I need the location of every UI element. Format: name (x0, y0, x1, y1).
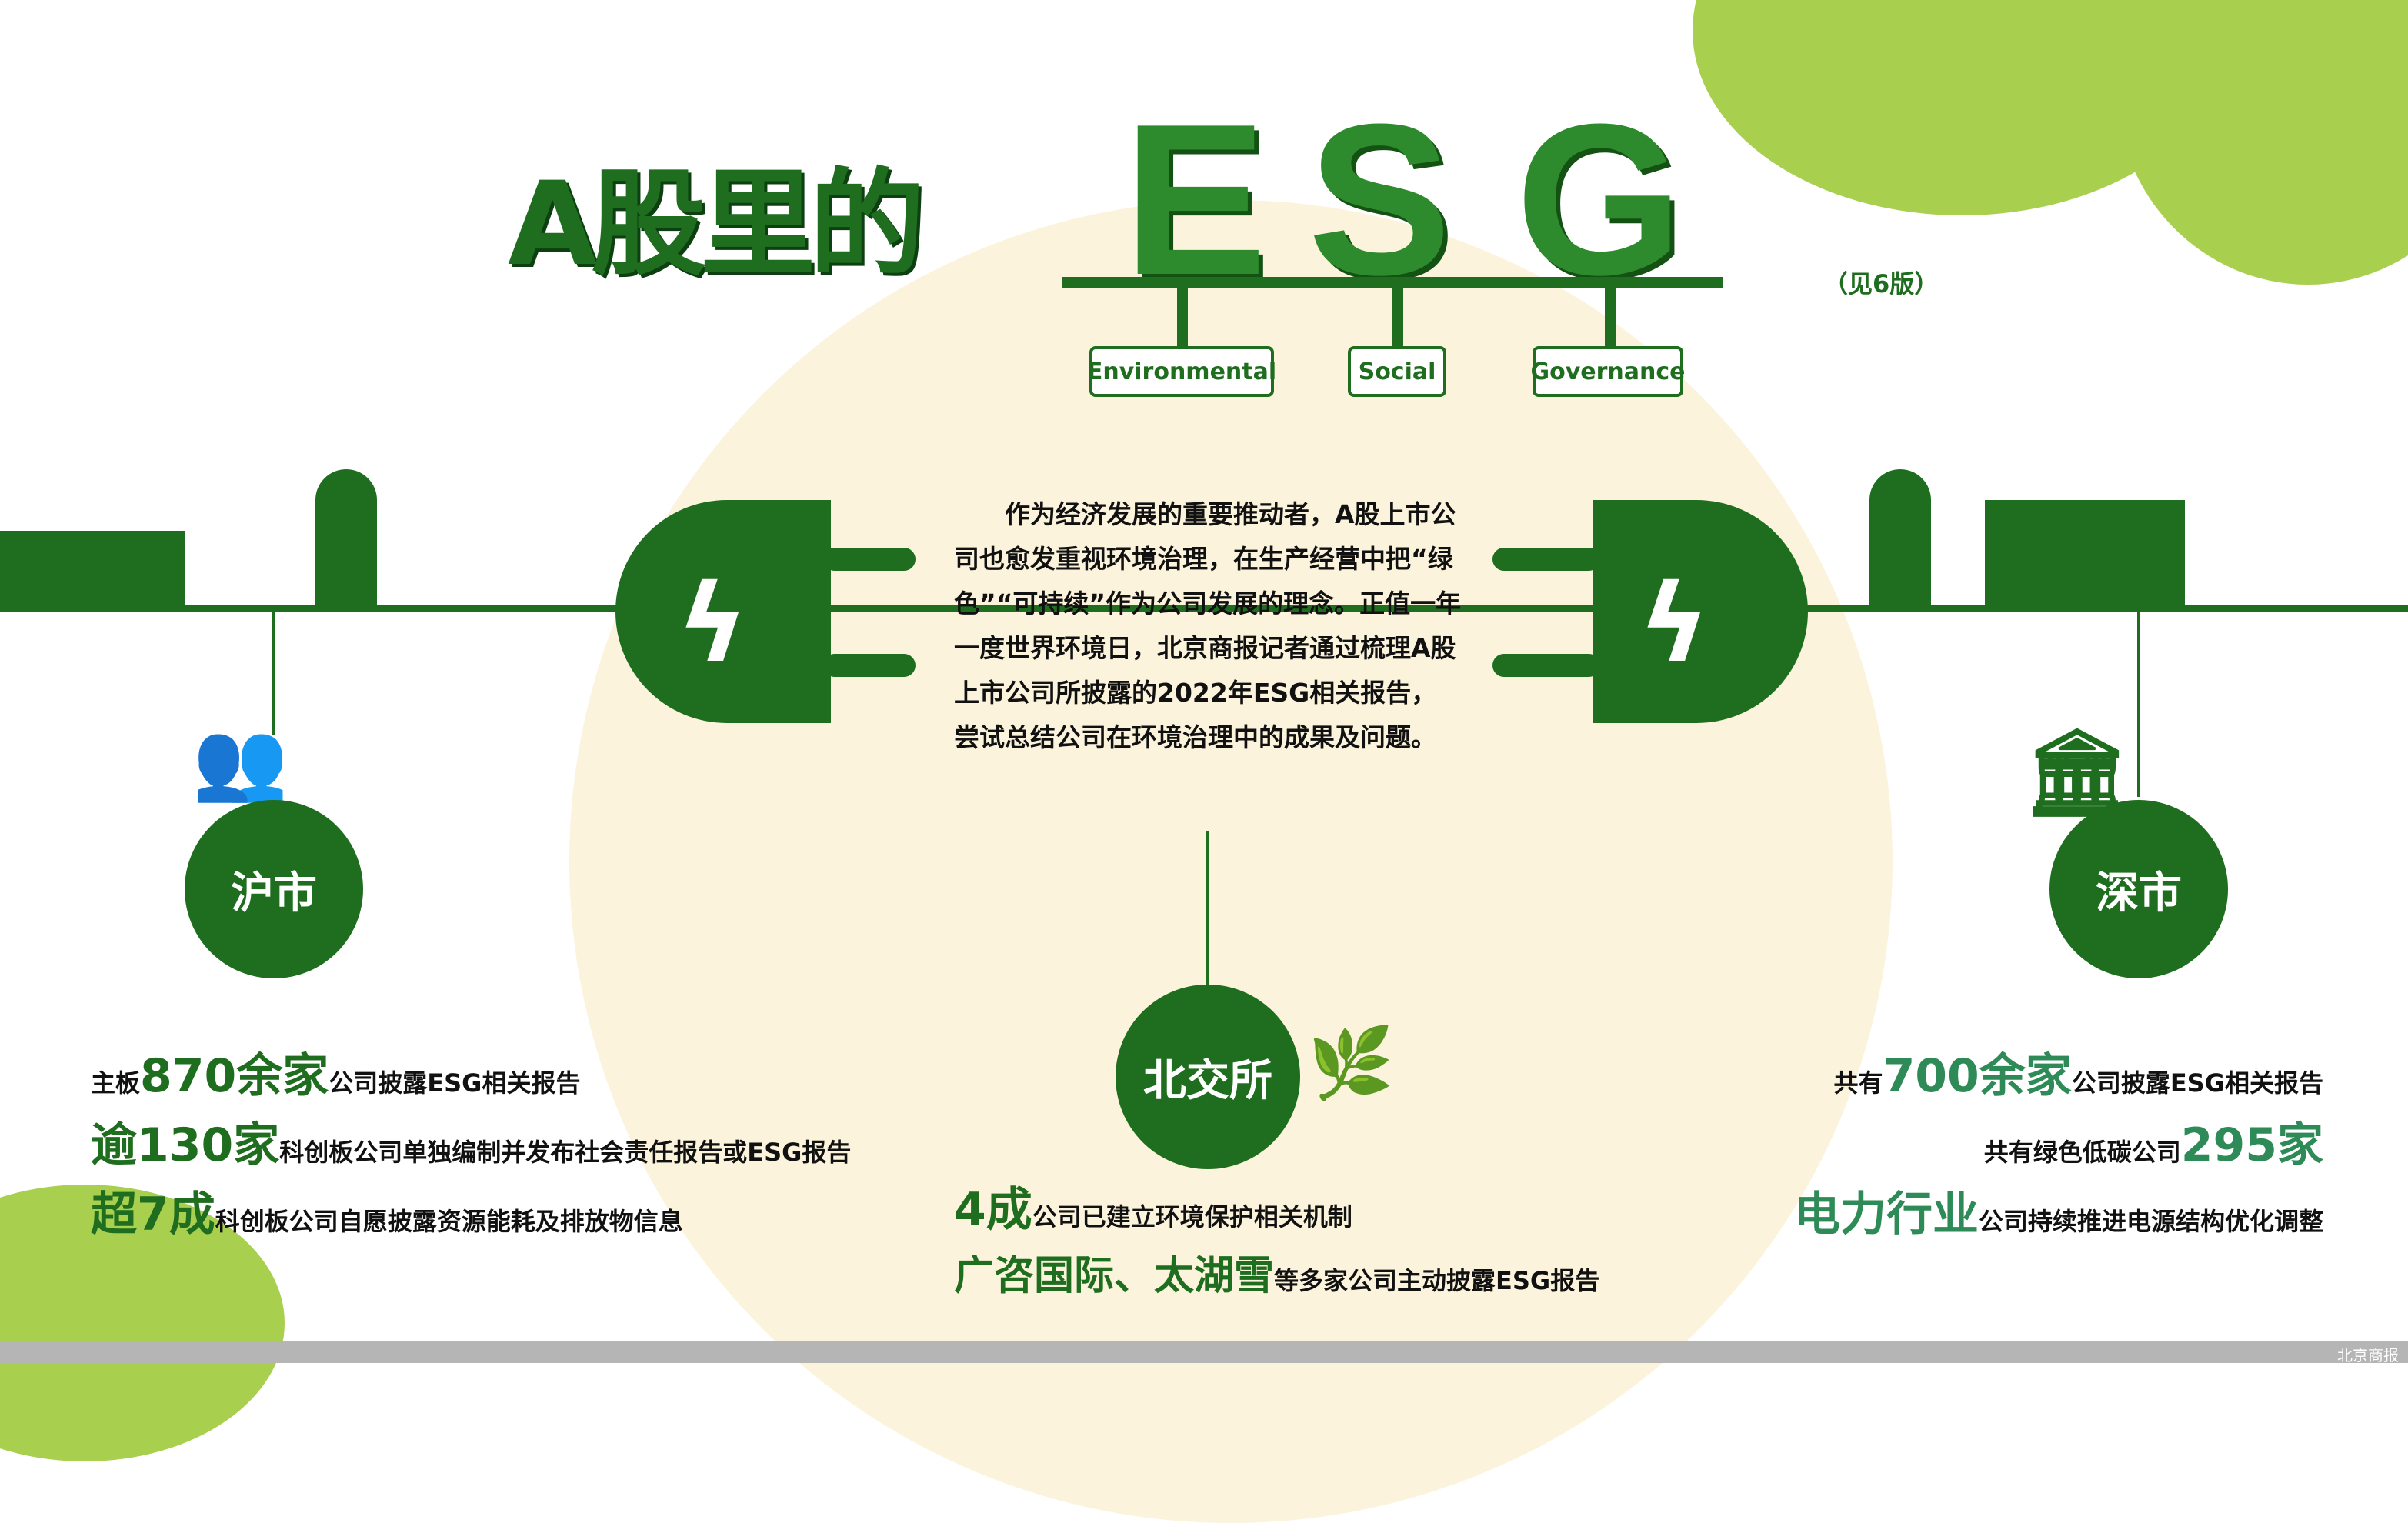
stat-sh-3: 超7成科创板公司自愿披露资源能耗及排放物信息 (91, 1177, 683, 1244)
right-trees (1869, 469, 1931, 608)
cloud-top-right-2 (2116, 0, 2408, 285)
pillar-social: Social (1348, 346, 1446, 397)
stat-bj-2: 广咨国际、太湖雪等多家公司主动披露ESG报告 (954, 1243, 1599, 1301)
ground-line (0, 605, 2408, 612)
stem (1605, 285, 1616, 348)
stat-bj-1: 4成公司已建立环境保护相关机制 (954, 1172, 1352, 1239)
stat-sz-2: 共有绿色低碳公司295家 (1984, 1108, 2323, 1175)
source-label: 北京商报 (2337, 1346, 2399, 1365)
connector (272, 612, 275, 735)
pillar-governance: Governance (1530, 346, 1686, 397)
stat-text: 主板 (91, 1068, 141, 1098)
stem (1177, 285, 1188, 348)
left-trees (315, 469, 377, 608)
page-title: A股里的 (508, 158, 925, 292)
stem (1392, 285, 1403, 348)
stat-number: 电力行业 (1793, 1188, 1979, 1241)
stat-sh-2: 逾130家科创板公司单独编制并发布社会责任报告或ESG报告 (91, 1108, 851, 1175)
right-plug-icon (1593, 500, 1808, 723)
stat-number: 870余家 (140, 1049, 329, 1103)
lightning-icon: ϟ (677, 562, 749, 687)
stat-text: 公司已建立环境保护相关机制 (1032, 1202, 1352, 1231)
stat-text: 科创板公司自愿披露资源能耗及排放物信息 (215, 1207, 683, 1236)
connector (2137, 612, 2140, 797)
intro-paragraph: 作为经济发展的重要推动者，A股上市公司也愈发重视环境治理，在生产经营中把“绿色”… (954, 499, 1462, 752)
left-plug-prong (823, 654, 916, 677)
stat-text: 共有绿色低碳公司 (1983, 1138, 2181, 1167)
stat-text: 公司披露ESG相关报告 (2071, 1068, 2323, 1098)
right-plug-prong (1492, 548, 1600, 571)
stat-text: 科创板公司单独编制并发布社会责任报告或ESG报告 (279, 1138, 852, 1167)
hand-leaf-icon: 🌿 (1308, 1023, 1395, 1104)
pillar-environmental: Environmental (1087, 346, 1276, 397)
connector (1206, 831, 1209, 985)
lightning-icon: ϟ (1639, 562, 1710, 687)
stat-text: 公司披露ESG相关报告 (329, 1068, 581, 1098)
stat-sz-1: 共有700余家公司披露ESG相关报告 (1834, 1038, 2323, 1105)
market-bj: 北交所 (1116, 985, 1300, 1169)
market-sh: 沪市 (185, 800, 363, 978)
stat-number: 逾130家 (91, 1118, 280, 1172)
footer-bar: 北京商报 (0, 1341, 2408, 1365)
stat-number: 700余家 (1883, 1049, 2072, 1103)
background-circle (569, 200, 1893, 1523)
market-sz: 深市 (2049, 800, 2228, 978)
stat-sh-1: 主板870余家公司披露ESG相关报告 (91, 1038, 580, 1105)
stat-number: 广咨国际、太湖雪 (954, 1253, 1275, 1299)
stat-text: 公司持续推进电源结构优化调整 (1978, 1207, 2323, 1236)
stat-sz-3: 电力行业公司持续推进电源结构优化调整 (1794, 1177, 2323, 1244)
stat-number: 295家 (2180, 1118, 2323, 1172)
left-plug-icon (615, 500, 831, 723)
stat-number: 4成 (954, 1183, 1032, 1237)
left-skyline (0, 531, 185, 608)
see-page-note: （见6版） (1823, 269, 1939, 298)
stat-text: 等多家公司主动披露ESG报告 (1274, 1266, 1600, 1295)
left-plug-prong (823, 548, 916, 571)
right-plug-prong (1492, 654, 1600, 677)
stat-text: 共有 (1833, 1068, 1883, 1098)
stat-number: 超7成 (91, 1188, 215, 1241)
right-skyline (1985, 500, 2185, 608)
people-icon: 👥 (192, 715, 288, 805)
esg-branch (1062, 277, 1723, 288)
